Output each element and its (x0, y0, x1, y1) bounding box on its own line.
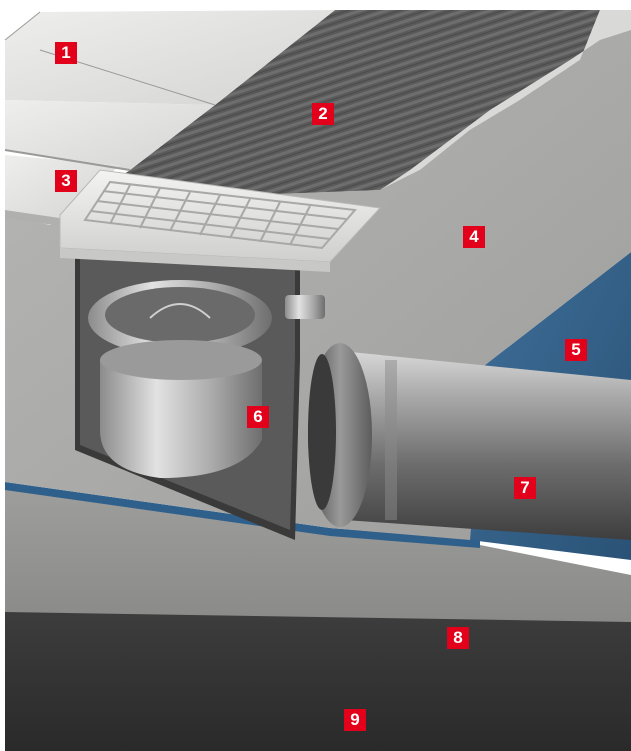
marker-2: 2 (312, 103, 334, 125)
marker-1: 1 (55, 42, 77, 64)
tile-left (5, 100, 215, 170)
tile-top-left (5, 10, 335, 105)
marker-7: 7 (514, 477, 536, 499)
subsoil-layer (5, 610, 631, 751)
marker-5: 5 (565, 339, 587, 361)
marker-8: 8 (447, 627, 469, 649)
membrane-strip (5, 482, 480, 548)
drain-grate-mesh (83, 180, 358, 250)
marker-4: 4 (463, 226, 485, 248)
marker-3: 3 (55, 170, 77, 192)
marker-6: 6 (247, 406, 269, 428)
odour-trap-body (100, 360, 262, 478)
base-slab-layer (5, 485, 631, 622)
drain-pipe (330, 350, 631, 540)
marker-9: 9 (344, 709, 366, 731)
